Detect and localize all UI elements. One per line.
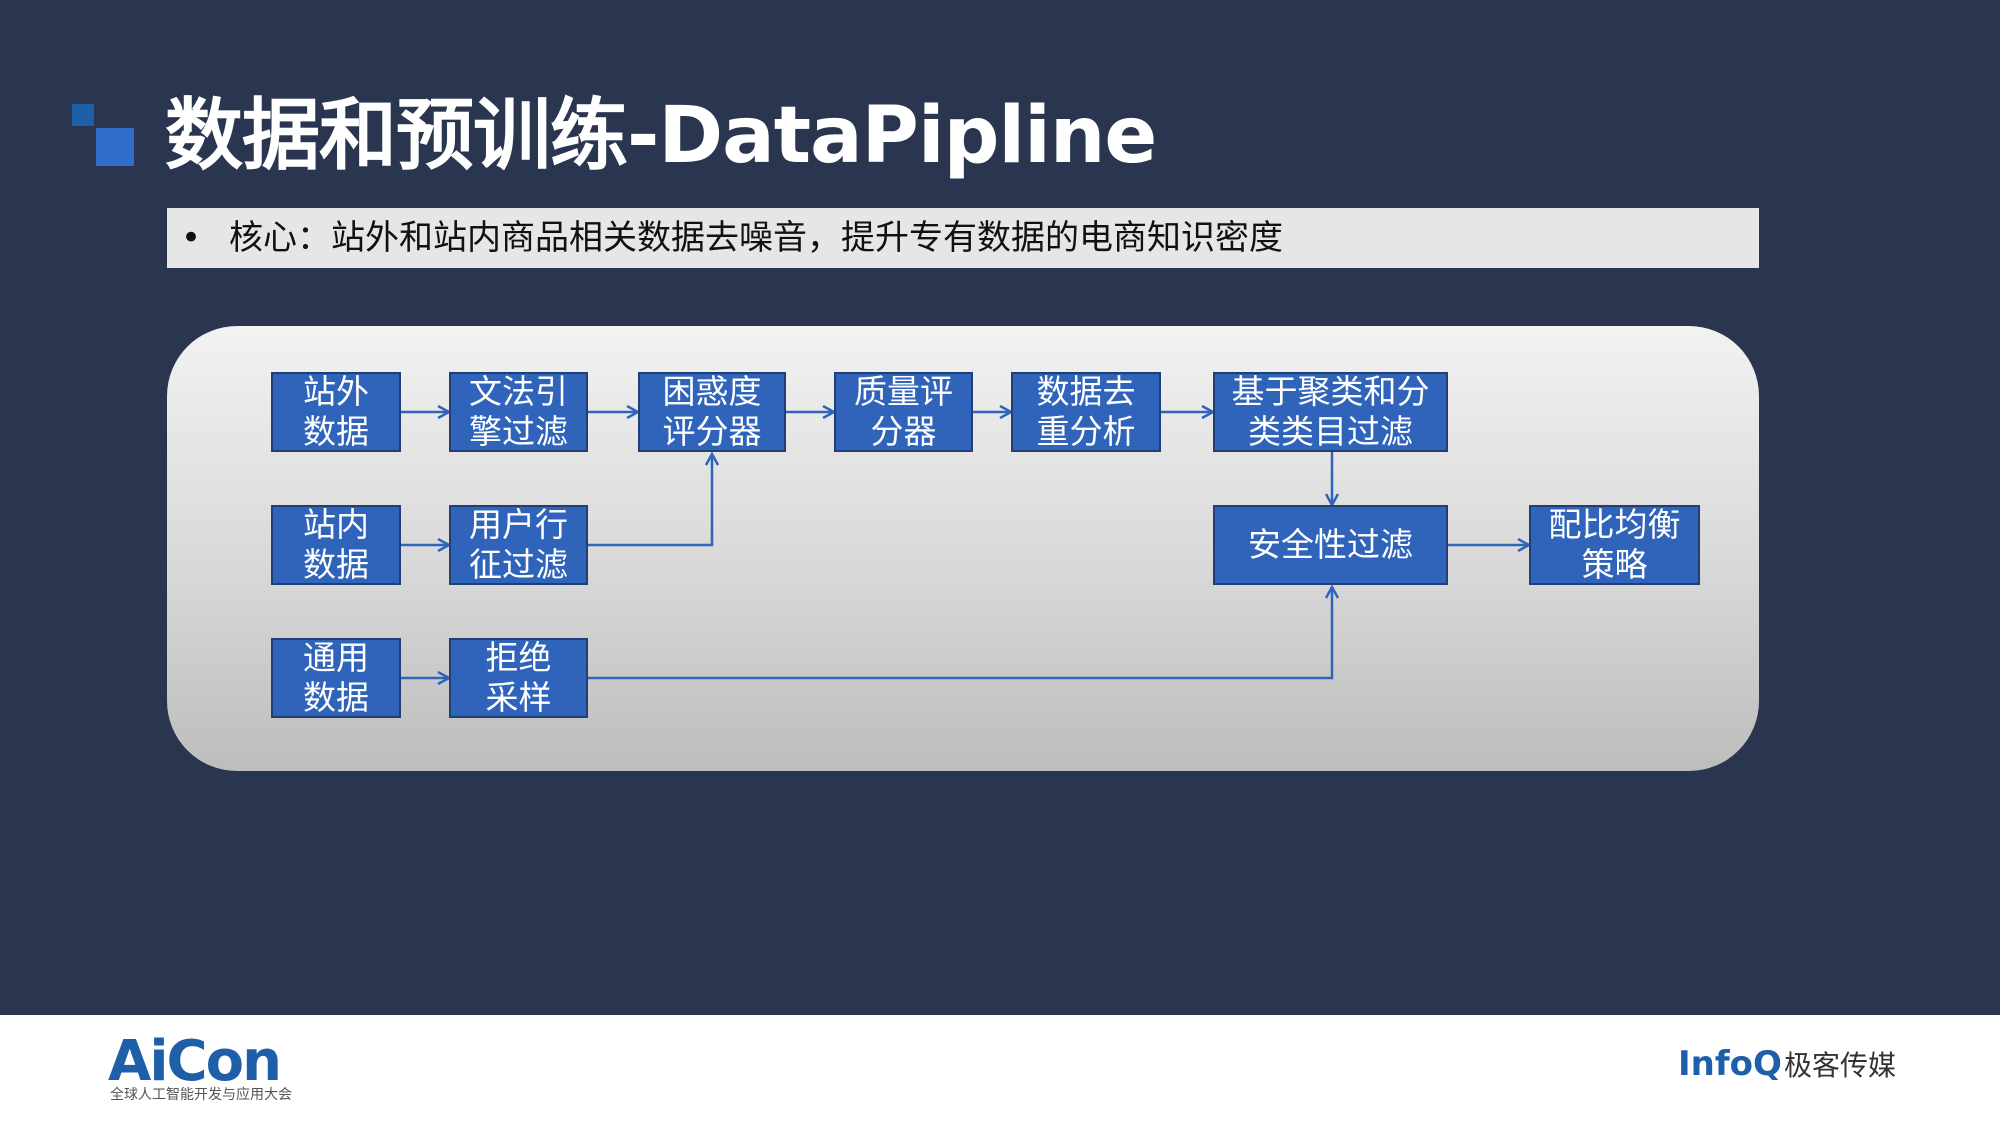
edge-reject-to-safety bbox=[588, 587, 1332, 680]
aicon-logo: AiCon bbox=[108, 1029, 282, 1094]
node-label: 站外 数据 bbox=[303, 372, 369, 451]
node-quality-scorer: 质量评 分器 bbox=[834, 372, 973, 452]
geek-media-logo: 极客传媒 bbox=[1784, 1049, 1897, 1082]
node-label: 安全性过滤 bbox=[1248, 525, 1413, 564]
node-general-data: 通用 数据 bbox=[271, 638, 401, 718]
node-label: 基于聚类和分 类类目过滤 bbox=[1231, 372, 1430, 451]
node-label: 拒绝 采样 bbox=[485, 638, 552, 717]
node-ratio-balance-strategy: 配比均衡 策略 bbox=[1529, 505, 1700, 585]
footer-bar bbox=[0, 1015, 2000, 1126]
title-squares-icon bbox=[72, 104, 134, 166]
node-cluster-category-filter: 基于聚类和分 类类目过滤 bbox=[1213, 372, 1448, 452]
pipeline-connectors bbox=[401, 0, 2000, 1015]
node-label: 用户行 征过滤 bbox=[469, 505, 568, 584]
node-label: 质量评 分器 bbox=[854, 372, 953, 451]
node-perplexity-scorer: 困惑度 评分器 bbox=[638, 372, 786, 452]
infoq-logo: InfoQ bbox=[1678, 1044, 1782, 1084]
node-offsite-data: 站外 数据 bbox=[271, 372, 401, 452]
node-grammar-engine-filter: 文法引 擎过滤 bbox=[449, 372, 588, 452]
edge-user-behavior-to-perplexity bbox=[588, 454, 712, 547]
slide-title: 数据和预训练-DataPipline bbox=[165, 91, 1157, 181]
bullet-dot-icon: • bbox=[181, 218, 202, 258]
node-safety-filter: 安全性过滤 bbox=[1213, 505, 1448, 585]
node-label: 文法引 擎过滤 bbox=[469, 372, 568, 451]
node-label: 通用 数据 bbox=[303, 638, 369, 717]
node-reject-sampling: 拒绝 采样 bbox=[449, 638, 588, 718]
node-user-behavior-filter: 用户行 征过滤 bbox=[449, 505, 588, 585]
node-label: 配比均衡 策略 bbox=[1548, 505, 1681, 584]
node-label: 站内 数据 bbox=[303, 505, 369, 584]
node-dedup-analysis: 数据去 重分析 bbox=[1011, 372, 1161, 452]
core-bullet-text: 核心：站外和站内商品相关数据去噪音，提升专有数据的电商知识密度 bbox=[229, 218, 1283, 258]
node-label: 数据去 重分析 bbox=[1036, 372, 1136, 451]
core-bullet-box: • 核心：站外和站内商品相关数据去噪音，提升专有数据的电商知识密度 bbox=[167, 208, 1759, 268]
aicon-tagline: 全球人工智能开发与应用大会 bbox=[110, 1087, 292, 1103]
node-label: 困惑度 评分器 bbox=[662, 372, 762, 451]
node-onsite-data: 站内 数据 bbox=[271, 505, 401, 585]
